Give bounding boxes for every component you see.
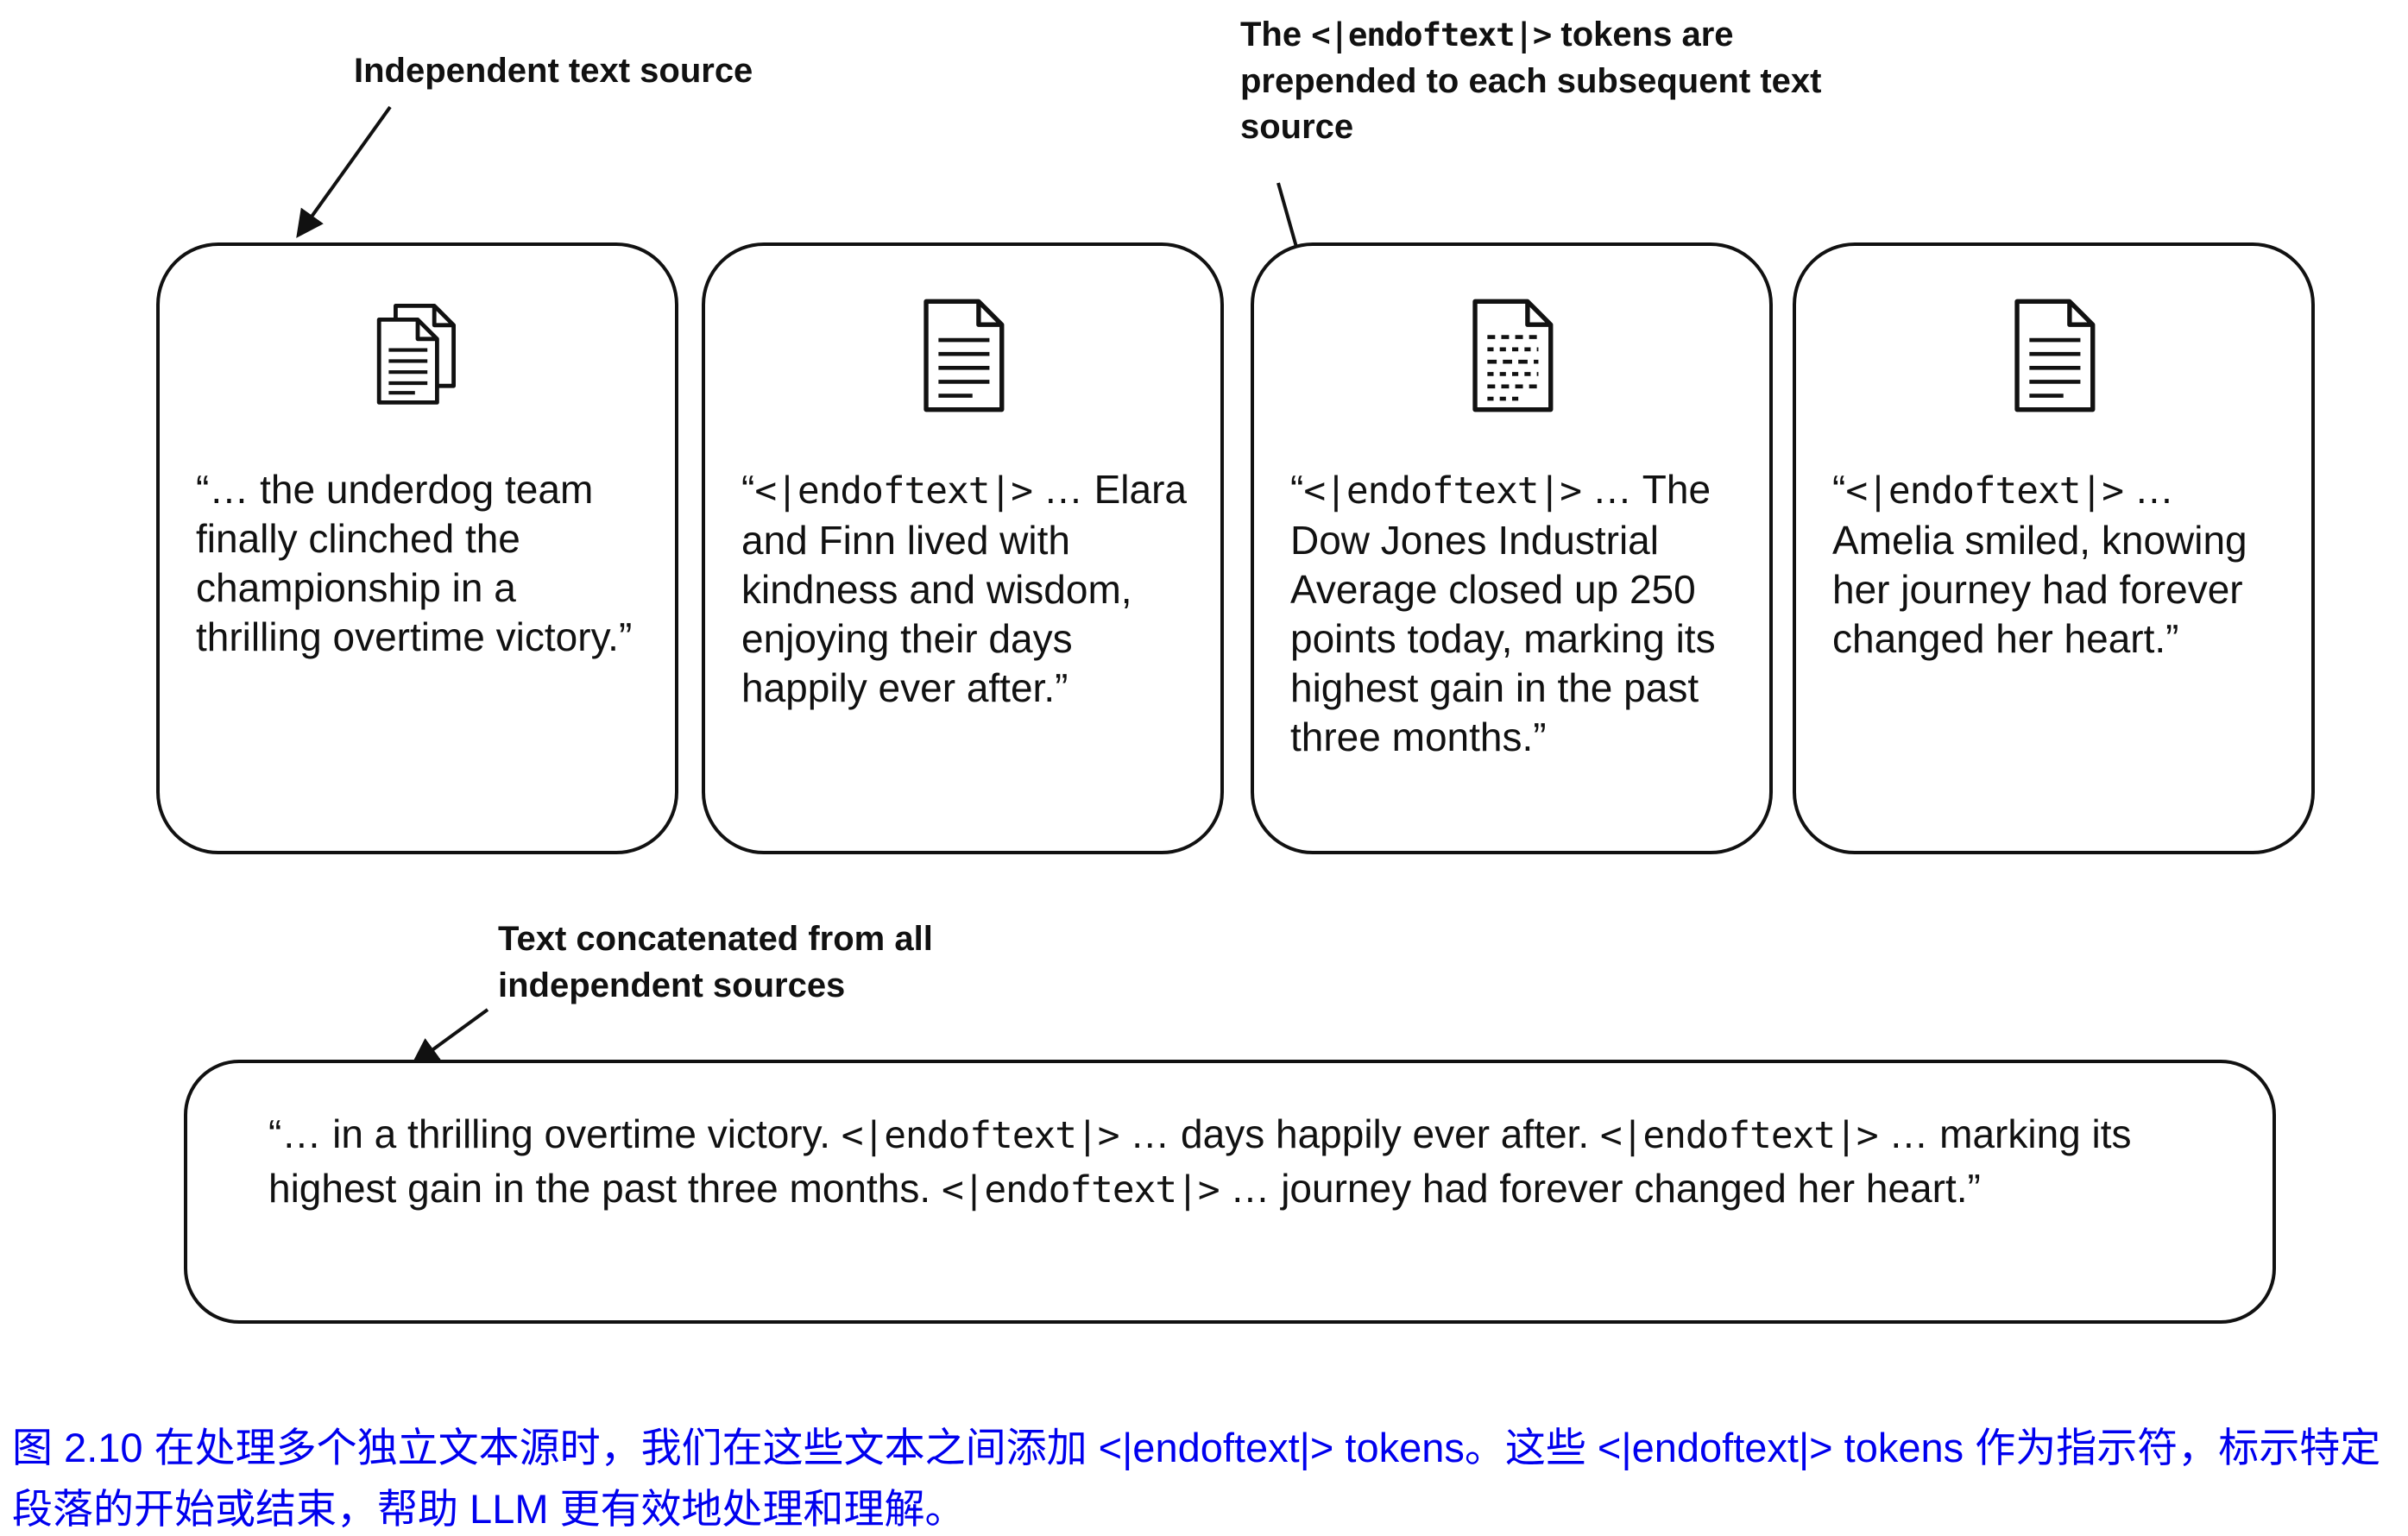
annotation-prepended-tokens: The <|endoftext|> tokens are prepended t… [1240,16,1822,147]
source-text-3: “<|endoftext|> … The Dow Jones Industria… [1290,467,1716,759]
arrow-to-first-source [296,105,392,238]
documents-stack-icon [362,294,473,417]
arrow-to-concat-box [411,1008,489,1066]
source-box-3: “<|endoftext|> … The Dow Jones Industria… [1251,242,1773,854]
source-text-1: “… the underdog team finally clinched th… [196,467,633,659]
document-dashed-icon [1462,294,1562,417]
concatenated-text: “… in a thrilling overtime victory. <|en… [268,1111,2132,1212]
endoftext-token: <|endoftext|> [1845,469,2124,513]
concatenated-text-box: “… in a thrilling overtime victory. <|en… [184,1060,2276,1324]
annotation-concatenated-sources: Text concatenated from all independent s… [498,920,933,1004]
endoftext-token: <|endoftext|> [841,1114,1120,1157]
endoftext-token: <|endoftext|> [1311,16,1552,54]
source-text-4: “<|endoftext|> … Amelia smiled, knowing … [1832,467,2247,661]
source-text-2: “<|endoftext|> … Elara and Finn lived wi… [741,467,1187,710]
source-box-4: “<|endoftext|> … Amelia smiled, knowing … [1793,242,2315,854]
annotation-independent-text-source: Independent text source [354,52,753,90]
endoftext-token: <|endoftext|> [941,1168,1220,1212]
figure-caption: 图 2.10 在处理多个独立文本源时，我们在这些文本之间添加 <|endofte… [12,1425,2381,1533]
endoftext-token: <|endoftext|> [1599,1114,1879,1157]
document-icon [2004,294,2104,417]
document-icon [913,294,1013,417]
endoftext-token: <|endoftext|> [754,469,1033,513]
endoftext-token: <|endoftext|> [1303,469,1582,513]
source-box-1: “… the underdog team finally clinched th… [156,242,678,854]
source-box-2: “<|endoftext|> … Elara and Finn lived wi… [702,242,1224,854]
